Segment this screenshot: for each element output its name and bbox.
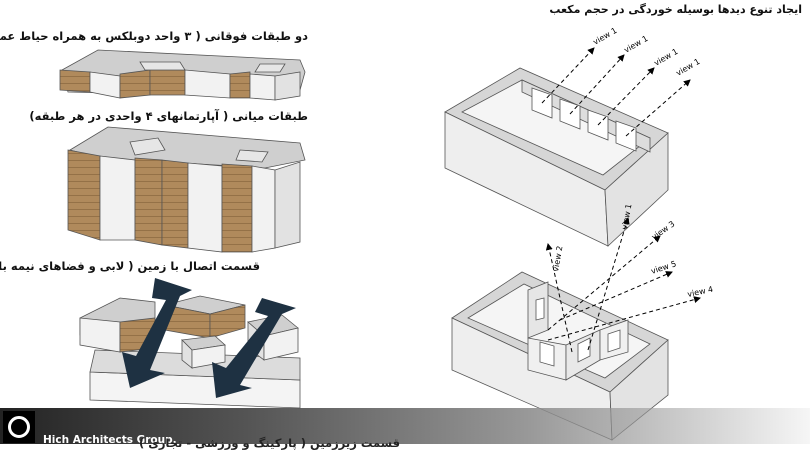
top-cube [444, 67, 669, 247]
brand-name: Hich Architects Group. [43, 434, 177, 446]
upper-floors-label: دو طبقات فوقانی ( ۳ واحد دوبلکس به همراه… [0, 29, 308, 43]
bottom-view-label: view 2 [551, 245, 564, 272]
ground-connection-label: قسمت اتصال با زمین ( لابی و فضاهای نیمه … [0, 259, 260, 273]
footer-bar [0, 408, 810, 444]
logo [3, 411, 35, 443]
circulation-arrow-left [122, 278, 192, 388]
logo-ring-icon [8, 416, 30, 438]
middle-floors-label: طبقات میانی ( آپارتمانهای ۴ واحدی در هر … [29, 109, 308, 123]
top-view-label: view 1 [653, 47, 680, 68]
top-cube-view-lines [541, 47, 691, 137]
bottom-view-label: view 3 [650, 219, 677, 241]
basement-label: قسمت زیرزمین ( پارکینگ و ورزشی - تجاری ) [139, 436, 400, 450]
top-view-label: view 1 [675, 57, 702, 78]
bottom-view-label: view 4 [687, 285, 714, 299]
circulation-arrow-right [212, 298, 296, 398]
middle-floors-massing [67, 126, 306, 253]
top-view-label: view 1 [623, 34, 650, 55]
bottom-cube-windows [535, 297, 621, 367]
diagram-title: ایجاد تنوع دیدها بوسیله خوردگی در حجم مک… [549, 3, 802, 16]
top-view-label: view 1 [592, 26, 619, 47]
upper-floors-massing [59, 49, 306, 101]
bottom-view-label: view 1 [620, 203, 633, 230]
bottom-cube-view-lines [545, 217, 701, 353]
bottom-view-label: view 5 [650, 259, 678, 276]
